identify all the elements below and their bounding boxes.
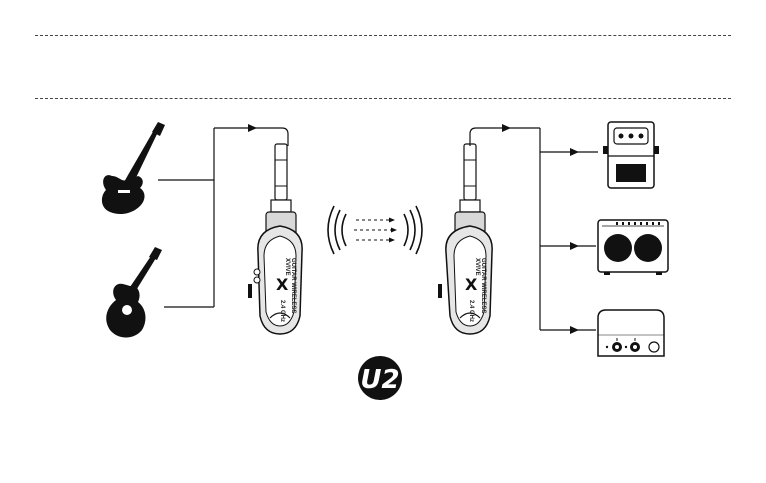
transmitter-model-text: GUITAR WIRELESS <box>290 258 296 314</box>
audio-interface-icon <box>598 310 664 356</box>
receiver-brand-mark: X <box>465 275 478 294</box>
receiver-band-text: 2.4 GHz <box>468 300 474 322</box>
acoustic-guitar-icon <box>106 247 162 338</box>
transmitter-brand-name: XVIVE <box>284 258 290 276</box>
effects-pedal-icon <box>603 122 659 188</box>
guitar-amplifier-icon <box>598 220 668 275</box>
u2-badge: U2 <box>358 356 402 400</box>
transmitter-band-text: 2.4 GHz <box>279 300 285 322</box>
transmitter-brand-mark: X <box>276 275 289 294</box>
u2-badge-text: U2 <box>360 365 399 395</box>
receiver-brand-name: XVIVE <box>474 258 480 276</box>
wireless-signal-icon <box>328 206 422 254</box>
receiver-model-text: GUITAR WIRELESS <box>480 258 486 314</box>
electric-guitar-icon <box>102 122 165 214</box>
receiver-device: X XVIVE GUITAR WIRELESS 2.4 GHz <box>438 144 492 334</box>
transmitter-device: X XVIVE GUITAR WIRELESS 2.4 GHz <box>248 144 302 334</box>
